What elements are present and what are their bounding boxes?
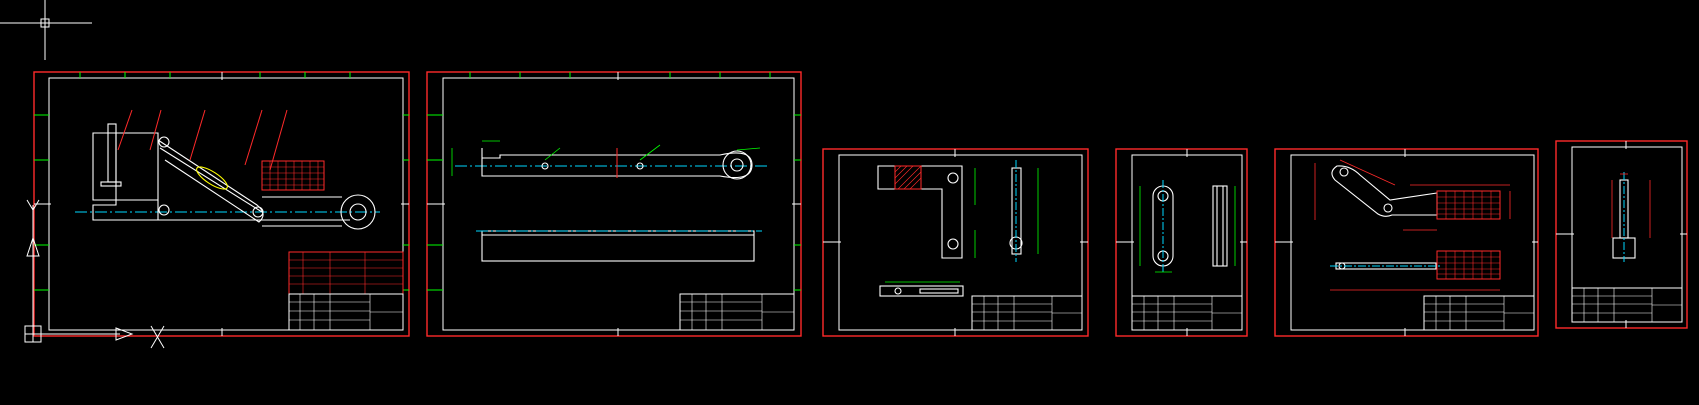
crosshair-cursor-icon xyxy=(0,0,92,60)
sheet-lever-arm-drawing[interactable] xyxy=(426,71,802,337)
sheet-link-plate-drawing[interactable] xyxy=(1115,148,1248,337)
ucs-icon xyxy=(24,199,165,349)
sheet-assembly-drawing[interactable] xyxy=(33,71,410,337)
sheet-bracket-drawing[interactable] xyxy=(822,148,1089,337)
sheet-pin-drawing[interactable] xyxy=(1555,140,1688,329)
sheet-pedal-lever-drawing[interactable] xyxy=(1274,148,1539,337)
